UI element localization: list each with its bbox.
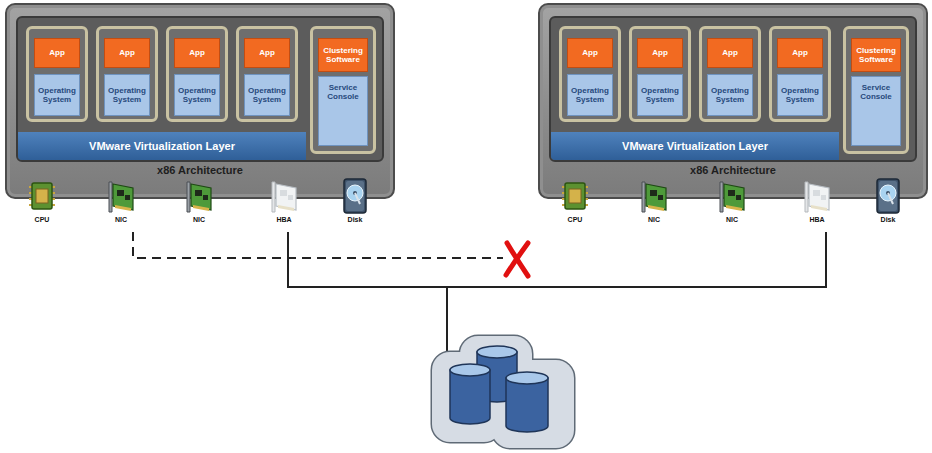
cpu-icon bbox=[29, 183, 55, 209]
app-box-label: App bbox=[582, 48, 598, 57]
os-box-label: Operating System bbox=[570, 86, 610, 104]
hba-icon bbox=[272, 182, 296, 212]
nic-icon bbox=[187, 182, 211, 212]
virtualization-layer-label: VMware Virtualization Layer bbox=[18, 132, 306, 160]
hardware-label: HBA bbox=[264, 216, 304, 223]
label-anchor: Disk bbox=[335, 216, 375, 223]
os-box-label: Operating System bbox=[780, 86, 820, 104]
os-box-label: Operating System bbox=[247, 86, 287, 104]
app-box: App bbox=[104, 38, 150, 68]
host-server: AppOperating System AppOperating System Ap… bbox=[5, 3, 395, 199]
hardware-label: NIC bbox=[712, 216, 752, 223]
disk-icon bbox=[344, 179, 366, 213]
host-server-label: x86 Architecture bbox=[540, 164, 926, 176]
service-console-box: Service Console bbox=[318, 76, 368, 146]
os-box-label: Operating System bbox=[37, 86, 77, 104]
app-box-label: App bbox=[722, 48, 738, 57]
hardware-label: CPU bbox=[555, 216, 595, 223]
hardware-label: CPU bbox=[22, 216, 62, 223]
os-box: Operating System bbox=[707, 74, 753, 116]
hardware-label: HBA bbox=[797, 216, 837, 223]
host-server: AppOperating System AppOperating System Ap… bbox=[538, 3, 928, 199]
label-anchor: CPU bbox=[555, 216, 595, 223]
service-console-box-label: Service Console bbox=[321, 83, 365, 101]
storage-wire bbox=[288, 232, 826, 352]
clustering-software-box: Clustering Software bbox=[851, 38, 901, 72]
shared-storage bbox=[432, 336, 574, 448]
label-anchor: Disk bbox=[868, 216, 908, 223]
nic-icon bbox=[109, 182, 133, 212]
label-anchor: NIC bbox=[634, 216, 674, 223]
hardware-label: NIC bbox=[634, 216, 674, 223]
virtualization-layer: AppOperating System AppOperating System Ap… bbox=[549, 16, 917, 162]
service-console-box: Service Console bbox=[851, 76, 901, 146]
os-box-label: Operating System bbox=[107, 86, 147, 104]
app-box: App bbox=[34, 38, 80, 68]
app-box: App bbox=[567, 38, 613, 68]
app-box-label: App bbox=[652, 48, 668, 57]
failure-mark bbox=[506, 243, 528, 276]
virtualization-layer-label: VMware Virtualization Layer bbox=[551, 132, 839, 160]
hardware-label: Disk bbox=[335, 216, 375, 223]
app-box-label: App bbox=[792, 48, 808, 57]
label-anchor: NIC bbox=[179, 216, 219, 223]
os-box: Operating System bbox=[244, 74, 290, 116]
app-box: App bbox=[707, 38, 753, 68]
disk-icon bbox=[877, 179, 899, 213]
os-box-label: Operating System bbox=[177, 86, 217, 104]
nic-icon bbox=[642, 182, 666, 212]
app-box: App bbox=[244, 38, 290, 68]
label-anchor: CPU bbox=[22, 216, 62, 223]
nic-icon bbox=[720, 182, 744, 212]
os-box-label: Operating System bbox=[710, 86, 750, 104]
app-box-label: App bbox=[49, 48, 65, 57]
label-anchor: NIC bbox=[101, 216, 141, 223]
clustering-software-box-label: Clustering Software bbox=[854, 46, 898, 64]
app-box-label: App bbox=[119, 48, 135, 57]
os-box: Operating System bbox=[104, 74, 150, 116]
host-server-label: x86 Architecture bbox=[7, 164, 393, 176]
hardware-label: NIC bbox=[101, 216, 141, 223]
app-box: App bbox=[777, 38, 823, 68]
os-box: Operating System bbox=[34, 74, 80, 116]
app-box: App bbox=[637, 38, 683, 68]
hardware-label: NIC bbox=[179, 216, 219, 223]
heartbeat-wire bbox=[133, 232, 503, 258]
os-box: Operating System bbox=[777, 74, 823, 116]
label-anchor: HBA bbox=[797, 216, 837, 223]
hardware-label: Disk bbox=[868, 216, 908, 223]
os-box: Operating System bbox=[637, 74, 683, 116]
hba-icon bbox=[805, 182, 829, 212]
label-anchor: NIC bbox=[712, 216, 752, 223]
clustering-software-box-label: Clustering Software bbox=[321, 46, 365, 64]
cpu-icon bbox=[562, 183, 588, 209]
app-box-label: App bbox=[259, 48, 275, 57]
os-box: Operating System bbox=[567, 74, 613, 116]
service-console-box-label: Service Console bbox=[854, 83, 898, 101]
app-box: App bbox=[174, 38, 220, 68]
os-box-label: Operating System bbox=[640, 86, 680, 104]
app-box-label: App bbox=[189, 48, 205, 57]
label-anchor: HBA bbox=[264, 216, 304, 223]
clustering-software-box: Clustering Software bbox=[318, 38, 368, 72]
virtualization-layer: AppOperating System AppOperating System Ap… bbox=[16, 16, 384, 162]
os-box: Operating System bbox=[174, 74, 220, 116]
